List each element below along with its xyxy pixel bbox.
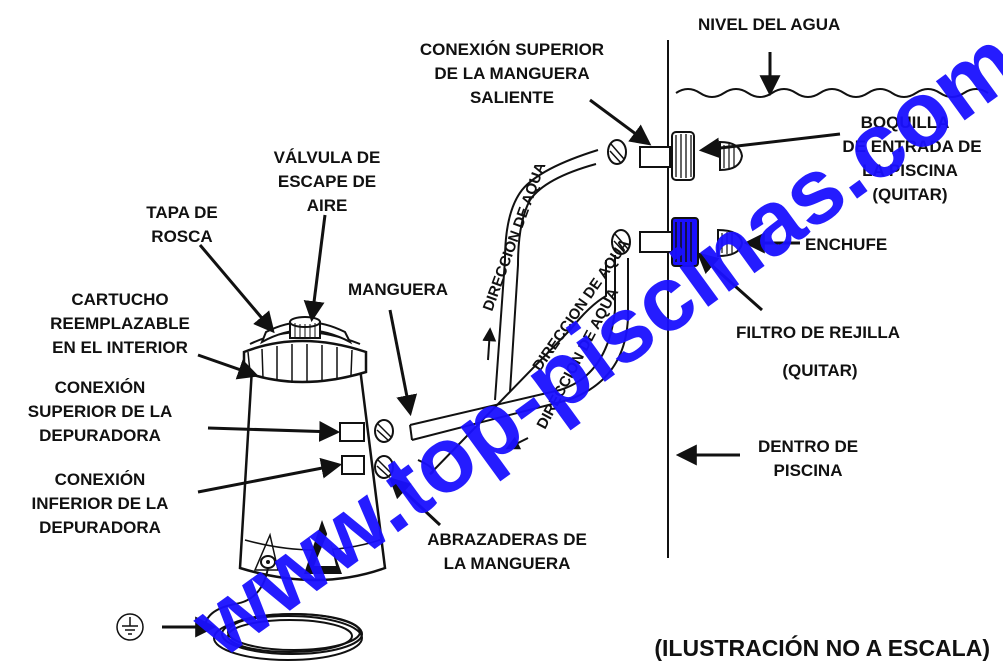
label-pump-upper-2: SUPERIOR DE LA — [28, 402, 173, 421]
pool-fittings — [607, 131, 744, 267]
power-cord — [204, 567, 363, 661]
pool-wall — [667, 40, 989, 558]
label-threaded-cap-1: TAPA DE — [146, 203, 217, 222]
pump-hose-clamps — [374, 419, 394, 479]
label-upper-outlet-2: DE LA MANGUERA — [434, 64, 589, 83]
label-hose-clamps-2: LA MANGUERA — [444, 554, 571, 573]
label-inlet-nozzle-2: DE ENTRADA DE — [842, 137, 981, 156]
inlet-nozzle-cap — [719, 140, 744, 172]
label-inside-pool-1: DENTRO DE — [758, 437, 858, 456]
water-surface — [675, 88, 989, 98]
label-inlet-nozzle-3: LA PISCINA — [862, 161, 958, 180]
plug — [717, 228, 744, 258]
label-inlet-nozzle-1: BOQUILLA — [861, 113, 950, 132]
label-pump-upper-1: CONEXIÓN — [55, 378, 146, 397]
label-air-valve-2: ESCAPE DE — [278, 172, 376, 191]
label-threaded-cap-2: ROSCA — [151, 227, 212, 246]
ground-symbol-icon — [116, 613, 144, 641]
label-upper-outlet-3: SALIENTE — [470, 88, 554, 107]
label-hose: MANGUERA — [348, 280, 448, 299]
label-pump-lower-2: INFERIOR DE LA — [32, 494, 169, 513]
pump-upper-nozzle — [339, 422, 365, 442]
hoses — [409, 149, 629, 475]
label-pump-upper-3: DEPURADORA — [39, 426, 161, 445]
label-not-to-scale: (ILUSTRACIÓN NO A ESCALA) — [654, 634, 990, 661]
label-hose-clamps-1: ABRAZADERAS DE — [427, 530, 587, 549]
label-inside-pool-2: PISCINA — [774, 461, 843, 480]
label-air-valve-1: VÁLVULA DE — [274, 148, 381, 167]
label-plug: ENCHUFE — [805, 235, 887, 254]
label-strainer-grid: FILTRO DE REJILLA — [736, 323, 900, 342]
leader-arrows — [162, 52, 841, 638]
label-strainer-remove: (QUITAR) — [782, 361, 857, 380]
label-inlet-nozzle-4: (QUITAR) — [872, 185, 947, 204]
label-water-level: NIVEL DEL AGUA — [698, 15, 840, 34]
label-cartridge-1: CARTUCHO — [71, 290, 168, 309]
label-upper-outlet-1: CONEXIÓN SUPERIOR — [420, 40, 604, 59]
label-pump-lower-1: CONEXIÓN — [55, 470, 146, 489]
label-flow-direction-1: DIRECCION DE AQUA — [480, 160, 550, 313]
air-release-valve — [289, 316, 321, 339]
label-cartridge-2: REEMPLAZABLE — [50, 314, 190, 333]
label-pump-lower-3: DEPURADORA — [39, 518, 161, 537]
label-cartridge-3: EN EL INTERIOR — [52, 338, 188, 357]
inlet-nozzle — [671, 131, 695, 181]
label-air-valve-3: AIRE — [307, 196, 348, 215]
strainer-grid — [671, 217, 699, 267]
